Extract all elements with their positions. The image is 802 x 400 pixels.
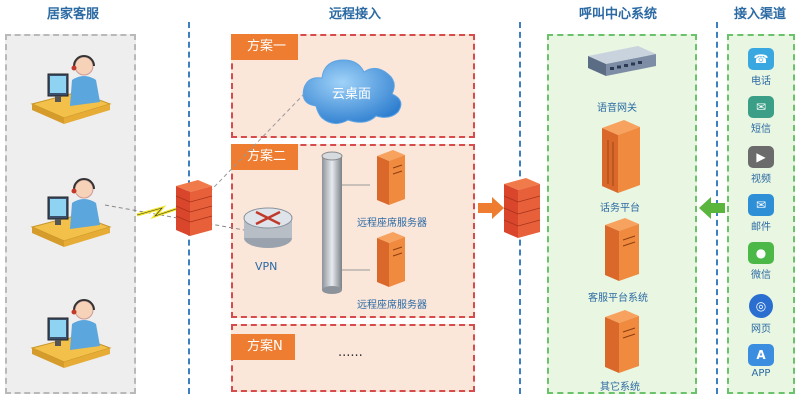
cloud-desktop-icon: [302, 59, 402, 124]
channel-wechat: ● 微信: [744, 242, 778, 281]
channel-video: ▶ 视频: [744, 146, 778, 185]
channel-label: 网页: [751, 324, 771, 335]
channel-label: 微信: [751, 270, 771, 281]
phone-icon: ☎: [748, 48, 774, 70]
network-backbone-icon: [321, 151, 343, 294]
home-agent-workstation-icon: [30, 299, 112, 368]
arrow-right-icon: [478, 197, 504, 219]
voice-gateway-icon: [588, 46, 656, 76]
column-title-remote-access: 远程接入: [328, 7, 381, 22]
remote-agent-server-icon: [377, 232, 405, 287]
scheme-n-tag: 方案N: [231, 334, 295, 360]
home-agent-workstation-icon: [30, 55, 112, 124]
cloud-desktop-label: 云桌面: [332, 87, 372, 102]
globe-icon: ◎: [749, 294, 773, 318]
channel-label: 视频: [751, 174, 771, 185]
app-store-icon: A: [748, 344, 774, 366]
column-title-home-service: 居家客服: [46, 7, 99, 22]
voice-gateway-label: 语音网关: [597, 103, 637, 114]
video-icon: ▶: [748, 146, 774, 168]
channel-phone: ☎ 电话: [744, 48, 778, 87]
channel-web: ◎ 网页: [744, 294, 778, 335]
scheme-two-tag: 方案二: [231, 144, 299, 170]
voice-platform-label: 话务平台: [600, 203, 640, 214]
channel-label: 电话: [751, 76, 771, 87]
vpn-router-icon: [243, 207, 293, 248]
column-title-access-channels: 接入渠道: [733, 7, 786, 22]
vpn-label: VPN: [255, 260, 278, 273]
firewall-icon: [175, 180, 213, 236]
other-systems-server-icon: [605, 310, 639, 373]
wechat-icon: ●: [748, 242, 774, 264]
scheme-n-box: 方案N: [231, 324, 475, 392]
remote-agent-server-icon: [377, 150, 405, 205]
sms-icon: ✉: [748, 96, 774, 118]
channel-label: APP: [751, 368, 771, 379]
channel-app: A APP: [744, 344, 778, 379]
channel-sms: ✉ 短信: [744, 96, 778, 135]
mail-icon: ✉: [748, 194, 774, 216]
arrow-left-icon: [699, 197, 725, 219]
other-systems-label: 其它系统: [600, 382, 640, 393]
channel-mail: ✉ 邮件: [744, 194, 778, 233]
scheme-one-tag: 方案一: [231, 34, 299, 60]
remote-server-1-label: 远程座席服务器: [357, 218, 427, 229]
column-title-call-center: 呼叫中心系统: [578, 7, 657, 22]
scheme-two-box: 方案二: [231, 144, 475, 318]
channel-label: 短信: [751, 124, 771, 135]
channel-label: 邮件: [751, 222, 771, 233]
cs-platform-label: 客服平台系统: [588, 293, 648, 304]
home-agent-workstation-icon: [30, 178, 112, 247]
voice-platform-server-icon: [602, 120, 640, 193]
firewall-icon: [503, 178, 541, 238]
cs-platform-server-icon: [605, 218, 639, 281]
remote-server-2-label: 远程座席服务器: [357, 300, 427, 311]
more-schemes-ellipsis: ......: [338, 345, 363, 360]
